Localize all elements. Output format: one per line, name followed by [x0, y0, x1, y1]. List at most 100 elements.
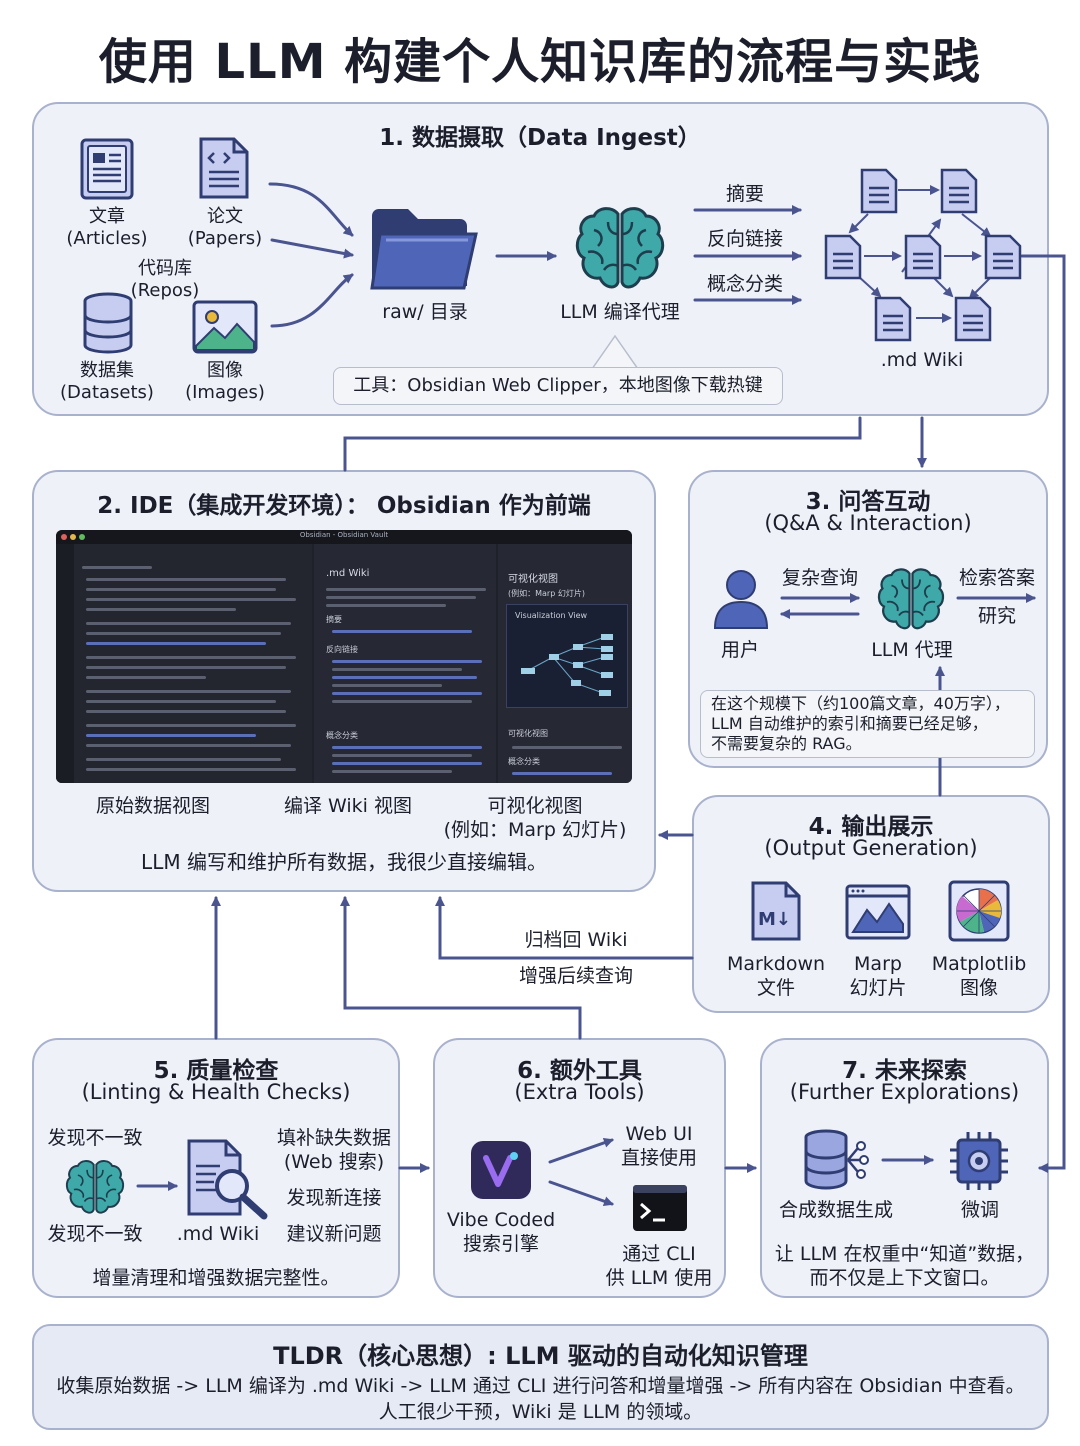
doc-icon: [904, 234, 942, 280]
source-datasets: 数据集 (Datasets): [60, 360, 154, 403]
feedback-archive: 归档回 Wiki: [524, 929, 628, 951]
markdown-icon: M↓: [751, 881, 801, 941]
output-markdown: Markdown 文件: [726, 953, 826, 999]
svg-text:M↓: M↓: [758, 909, 791, 930]
op-categorize: 概念分类: [706, 273, 783, 295]
lint-new-connections: 发现新连接: [286, 1187, 382, 1209]
database-icon: [83, 292, 133, 354]
tools-cli: 通过 CLI 供 LLM 使用: [605, 1243, 713, 1289]
page-title: 使用 LLM 构建个人知识库的流程与实践: [98, 34, 982, 90]
document-search-icon: [187, 1139, 268, 1220]
viz-card-title: Visualization View: [515, 611, 588, 620]
graph-view-icon: [521, 634, 613, 696]
source-images: 图像 (Images): [185, 360, 265, 403]
feedback-enhance: 增强后续查询: [518, 965, 633, 987]
panel-tldr: [32, 1324, 1049, 1430]
qa-research: 研究: [977, 605, 1016, 627]
obsidian-screenshot: Obsidian - Obsidian Vault .md Wiki 摘要 反向…: [56, 530, 632, 783]
terminal-icon: [633, 1185, 687, 1231]
user-icon: [713, 570, 769, 629]
view-compiled-wiki: 编译 Wiki 视图: [283, 795, 412, 817]
tools-search-engine: Vibe Coded 搜索引擎: [446, 1209, 556, 1255]
future-finetune: 微调: [960, 1199, 999, 1221]
doc-icon: [954, 296, 992, 342]
op-backlinks: 反向链接: [706, 228, 783, 250]
tldr-line1: 收集原始数据 -> LLM 编译为 .md Wiki -> LLM 通过 CLI…: [56, 1375, 1025, 1397]
ingest-tools-note: 工具：Obsidian Web Clipper，本地图像下载热键: [333, 367, 783, 405]
doc-icon: [940, 168, 978, 214]
qa-user: 用户: [720, 639, 759, 661]
doc-icon: [824, 234, 862, 280]
wiki-pane-heading-concepts: 概念分类: [326, 731, 358, 740]
qa-complex-query: 复杂查询: [781, 567, 858, 589]
view-visualization: 可视化视图 (例如：Marp 幻灯片): [443, 795, 627, 841]
output-title: 4. 输出展示: [808, 814, 934, 840]
viz-card: Visualization View: [506, 604, 628, 708]
viz-pane-title: 可视化视图: [508, 574, 558, 585]
future-subtitle: (Further Explorations): [789, 1080, 1020, 1104]
tldr-title: TLDR（核心思想）: LLM 驱动的自动化知识管理: [273, 1342, 808, 1370]
tools-title: 6. 额外工具: [517, 1058, 642, 1084]
qa-scale-note: 在这个规模下（约100篇文章，40万字）， LLM 自动维护的索引和摘要已经足够…: [700, 690, 1035, 758]
wiki-pane: .md Wiki 摘要 反向链接 概念分类: [314, 544, 496, 783]
qa-retrieve: 检索答案: [958, 567, 1035, 589]
viz-pane-heading-view: 可视化视图: [508, 729, 548, 738]
doc-icon: [984, 234, 1022, 280]
tools-subtitle: (Extra Tools): [514, 1080, 645, 1104]
lint-fill-missing: 填补缺失数据 (Web 搜索): [276, 1127, 391, 1173]
view-raw-data: 原始数据视图: [95, 795, 210, 817]
qa-agent: LLM 代理: [871, 639, 953, 661]
window-title: Obsidian - Obsidian Vault: [299, 531, 389, 539]
wiki-pane-title: .md Wiki: [326, 568, 370, 579]
doc-icon: [860, 168, 898, 214]
qa-subtitle: (Q&A & Interaction): [764, 511, 972, 535]
viz-pane-subtitle: (例如：Marp 幻灯片): [508, 589, 585, 598]
ingest-title: 1. 数据摄取（Data Ingest）: [379, 125, 701, 151]
paper-code-icon: [199, 137, 249, 199]
image-icon: [192, 300, 258, 354]
callout-pointer: [591, 334, 639, 370]
op-summary: 摘要: [725, 183, 764, 205]
brain-icon: [65, 1160, 125, 1214]
lint-wiki: .md Wiki: [176, 1223, 260, 1245]
future-synthetic-data: 合成数据生成: [778, 1199, 893, 1221]
lint-footer: 增量清理和增强数据完整性。: [92, 1267, 340, 1289]
source-articles: 文章 (Articles): [66, 206, 148, 249]
slides-chart-icon: [845, 884, 911, 940]
window-titlebar: Obsidian - Obsidian Vault: [56, 530, 632, 544]
tools-web-ui: Web UI 直接使用: [620, 1123, 697, 1169]
lint-suggest-questions: 建议新问题: [286, 1223, 382, 1245]
article-icon: [80, 138, 134, 200]
wiki-pane-heading-backlinks: 反向链接: [326, 645, 358, 654]
output-matplotlib: Matplotlib 图像: [931, 953, 1027, 999]
doc-icon: [874, 296, 912, 342]
llm-compile-agent-label: LLM 编译代理: [560, 301, 680, 323]
brain-icon: [575, 207, 665, 289]
output-marp: Marp 幻灯片: [849, 953, 907, 999]
qa-title: 3. 问答互动: [805, 489, 931, 515]
tldr-line2: 人工很少干预，Wiki 是 LLM 的领域。: [378, 1401, 703, 1423]
future-footer: 让 LLM 在权重中“知道”数据， 而不仅是上下文窗口。: [774, 1243, 1035, 1289]
ide-title: 2. IDE（集成开发环境）： Obsidian 作为前端: [97, 493, 591, 519]
vibe-app-icon: [471, 1141, 531, 1199]
brain-icon: [877, 568, 945, 630]
lint-inconsistent-bottom: 发现不一致: [47, 1223, 143, 1245]
source-papers: 论文 (Papers): [187, 206, 263, 249]
lint-subtitle: (Linting & Health Checks): [81, 1080, 351, 1104]
visualization-pane: 可视化视图 (例如：Marp 幻灯片) Visualization View 可…: [498, 544, 632, 783]
output-subtitle: (Output Generation): [764, 836, 978, 860]
raw-data-pane: [56, 544, 312, 783]
lint-inconsistent-top: 发现不一致: [47, 1127, 143, 1149]
raw-directory-label: raw/ 目录: [382, 301, 468, 323]
window-buttons-icon: [61, 534, 85, 540]
chip-icon: [950, 1132, 1008, 1190]
lint-title: 5. 质量检查: [153, 1058, 279, 1084]
matplotlib-chart-icon: [948, 880, 1010, 942]
viz-pane-heading-concepts: 概念分类: [508, 757, 540, 766]
future-title: 7. 未来探索: [842, 1058, 967, 1084]
database-branch-icon: [804, 1129, 869, 1190]
wiki-pane-heading-summary: 摘要: [326, 615, 342, 624]
folder-open-icon: [370, 209, 478, 290]
wiki-label: .md Wiki: [880, 349, 964, 371]
ide-footer: LLM 编写和维护所有数据，我很少直接编辑。: [141, 850, 547, 874]
